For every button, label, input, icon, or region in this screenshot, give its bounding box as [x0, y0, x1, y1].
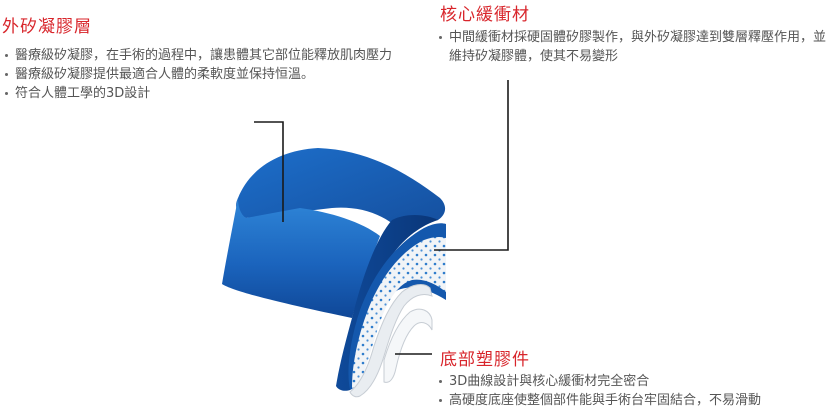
- gel-top-surface: [236, 148, 446, 228]
- plastic-base-points: 3D曲線設計與核心緩衝材完全密合 高硬度底座使整個部件能與手術台牢固結合，不易滑…: [436, 372, 828, 410]
- base-hook: [383, 308, 433, 383]
- core-cushion-points: 中間緩衝材採硬固體矽膠製作，與外矽凝膠達到雙層釋壓作用，並維持矽凝膠體，使其不易…: [436, 28, 828, 66]
- leader-line-core: [434, 80, 509, 251]
- plastic-base-title: 底部塑膠件: [440, 350, 530, 370]
- gel-side-face: [336, 215, 438, 391]
- plastic-base-point: 3D曲線設計與核心緩衝材完全密合: [436, 372, 828, 391]
- leader-line-outer: [254, 121, 284, 222]
- outer-layer-title: 外矽凝膠層: [2, 17, 92, 37]
- core-cushion-title: 核心緩衝材: [440, 5, 530, 25]
- outer-layer-point: 醫療級矽凝膠，在手術的過程中，讓患體其它部位能釋放肌肉壓力: [2, 46, 402, 65]
- plastic-base-section: [349, 284, 433, 398]
- core-cushion-point: 中間緩衝材採硬固體矽膠製作，與外矽凝膠達到雙層釋壓作用，並維持矽凝膠體，使其不易…: [436, 28, 828, 66]
- outer-layer-point: 符合人體工學的3D設計: [2, 84, 402, 103]
- core-cushion-section: [352, 236, 446, 388]
- outer-layer-points: 醫療級矽凝膠，在手術的過程中，讓患體其它部位能釋放肌肉壓力 醫療級矽凝膠提供最適…: [2, 46, 402, 103]
- gel-front-face: [222, 198, 380, 318]
- plastic-base-point: 高硬度底座使整個部件能與手術台牢固結合，不易滑動: [436, 391, 828, 410]
- outer-layer-point: 醫療級矽凝膠提供最適合人體的柔軟度並保持恒溫。: [2, 65, 402, 84]
